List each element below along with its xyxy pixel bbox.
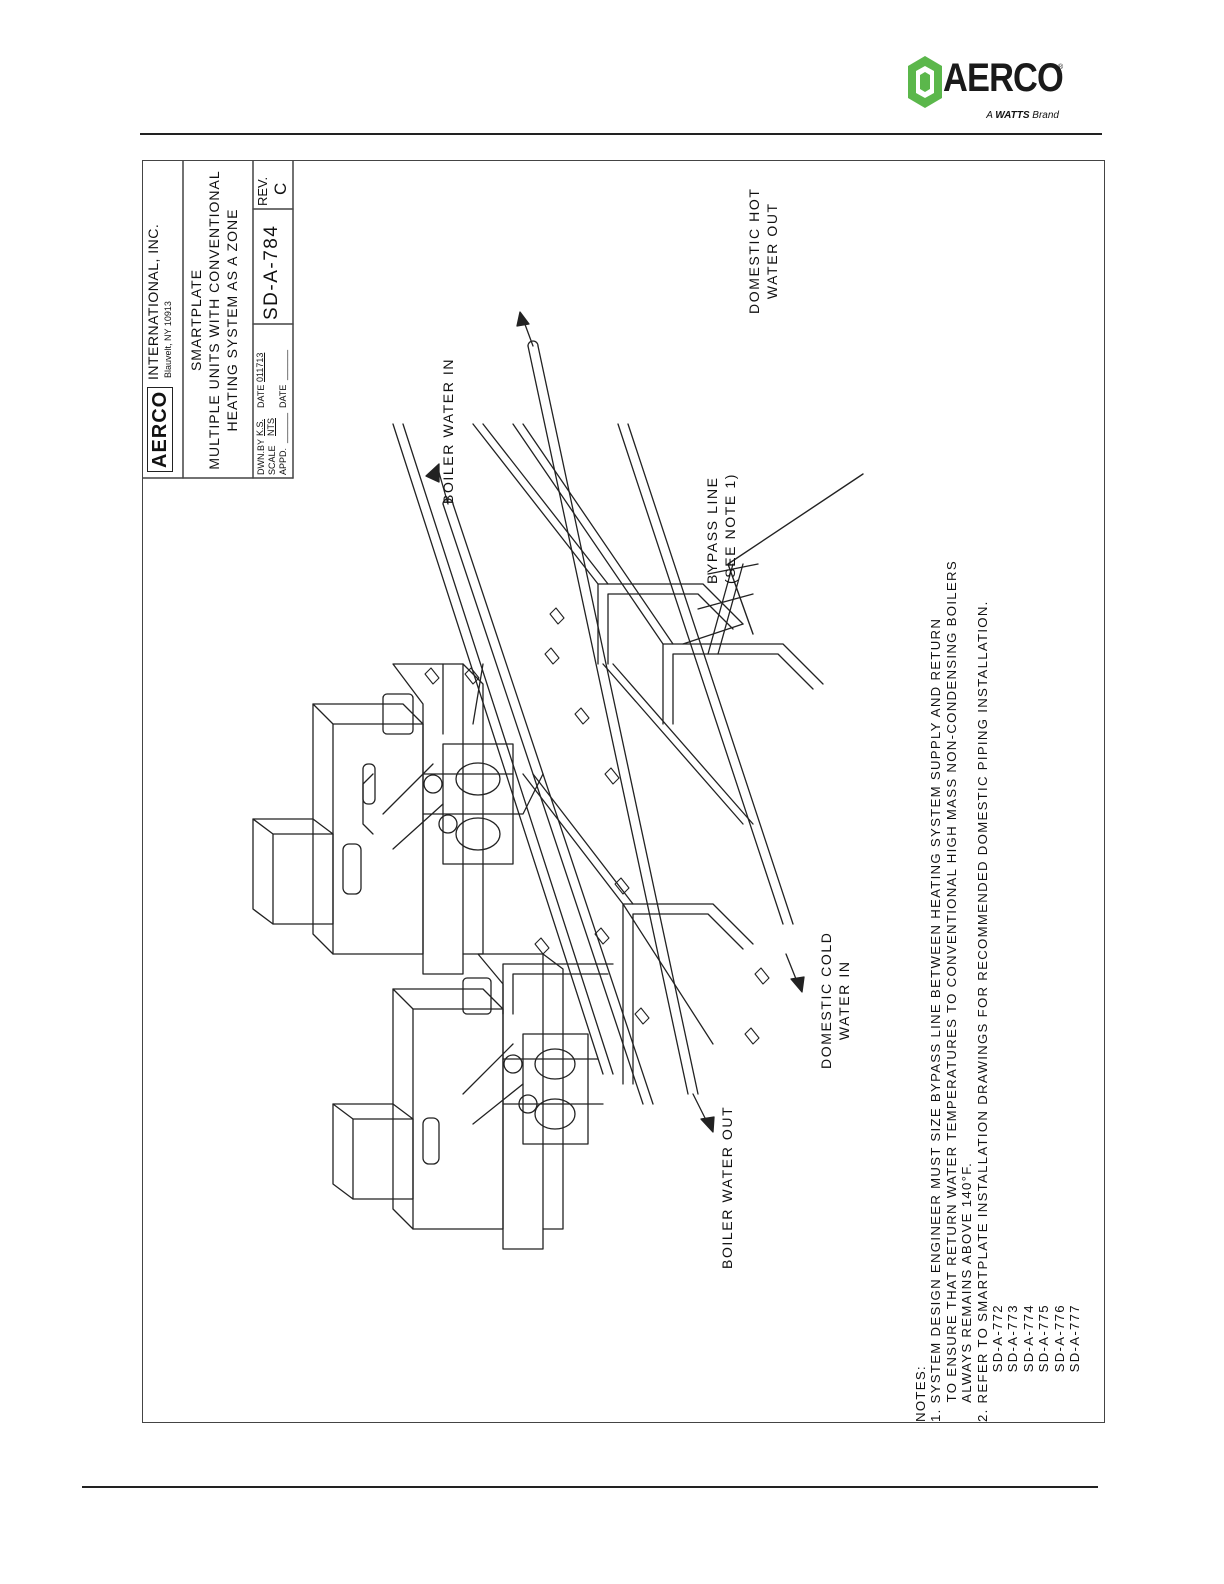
note-ref-774: SD-A-774 <box>1020 1304 1036 1422</box>
boiler-supply-pipe <box>442 498 654 1105</box>
company-address: Blauvelt, NY 10913 <box>163 301 173 378</box>
bypass-leader-line <box>727 473 864 635</box>
appd-date-label: DATE <box>278 384 288 408</box>
drawing-title-3: HEATING SYSTEM AS A ZONE <box>224 208 240 432</box>
unit1-loop-pipes <box>472 423 824 825</box>
drawing-title-1: SMARTPLATE <box>188 268 204 372</box>
appd-label: APPD. <box>278 447 288 475</box>
aerco-hexagon-icon <box>908 56 942 108</box>
unit2-loop-pipes <box>502 773 754 1085</box>
logo-tagline: A WATTS Brand <box>986 110 1059 121</box>
label-bypass-line: BYPASS LINE(SEE NOTE 1) <box>704 473 738 584</box>
dcw-header-pipe <box>617 423 794 925</box>
valve-handles <box>424 607 770 1045</box>
logo-registered-mark: ® <box>1058 64 1064 71</box>
date-label: DATE <box>256 384 266 408</box>
note-ref-773: SD-A-773 <box>1005 1304 1021 1422</box>
drawing-title-2: MULTIPLE UNITS WITH CONVENTIONAL <box>206 170 222 470</box>
piping-schematic <box>143 161 864 1250</box>
label-boiler-water-in: BOILER WATER IN <box>440 357 456 504</box>
logo-wordmark: AERCO <box>943 56 1064 100</box>
note-ref-775: SD-A-775 <box>1036 1304 1052 1422</box>
note-ref-777: SD-A-777 <box>1066 1304 1082 1422</box>
bypass-pipe <box>682 563 759 655</box>
label-boiler-water-out: BOILER WATER OUT <box>719 1105 735 1269</box>
title-block: AERCO INTERNATIONAL, INC. Blauvelt, NY 1… <box>143 162 293 478</box>
boiler-unit-1 <box>252 663 544 975</box>
dwn-by-value: K.S. <box>255 418 265 436</box>
header-rule <box>140 133 1102 135</box>
notes-heading: NOTES: <box>913 1365 928 1422</box>
boiler-return-pipe <box>392 423 614 1075</box>
footer-rule <box>82 1486 1098 1488</box>
aerco-logo: AERCO ® A WATTS Brand <box>905 52 1065 124</box>
appd-date-line: ______ <box>278 349 288 380</box>
date-value: 011713 <box>255 352 265 382</box>
boiler-unit-2 <box>332 953 604 1250</box>
note-1-line-2: TO ENSURE THAT RETURN WATER TEMPERATURES… <box>943 560 959 1422</box>
drawing-notes: NOTES: 1. SYSTEM DESIGN ENGINEER MUST SI… <box>913 560 1082 1422</box>
dwn-by-label: DWN.BY <box>256 439 266 475</box>
flow-arrows <box>425 311 805 1133</box>
rev-value: C <box>271 182 290 195</box>
rev-label: REV. <box>255 176 270 206</box>
note-ref-772: SD-A-772 <box>989 1304 1005 1422</box>
note-ref-776: SD-A-776 <box>1051 1304 1067 1422</box>
title-block-lines <box>143 161 294 479</box>
drawing-number: SD-A-784 <box>261 224 282 320</box>
note-1-line-1: 1. SYSTEM DESIGN ENGINEER MUST SIZE BYPA… <box>928 617 944 1422</box>
company-name: INTERNATIONAL, INC. <box>145 223 161 380</box>
note-2-line-1: 2. REFER TO SMARTPLATE INSTALLATION DRAW… <box>974 600 990 1422</box>
note-1-line-3: ALWAYS REMAINS ABOVE 140°F. <box>959 1161 975 1422</box>
scale-value: NTS <box>266 418 276 436</box>
scale-label: SCALE <box>267 445 277 475</box>
title-block-logo: AERCO <box>147 386 173 472</box>
appd-line: ______ <box>278 412 288 443</box>
